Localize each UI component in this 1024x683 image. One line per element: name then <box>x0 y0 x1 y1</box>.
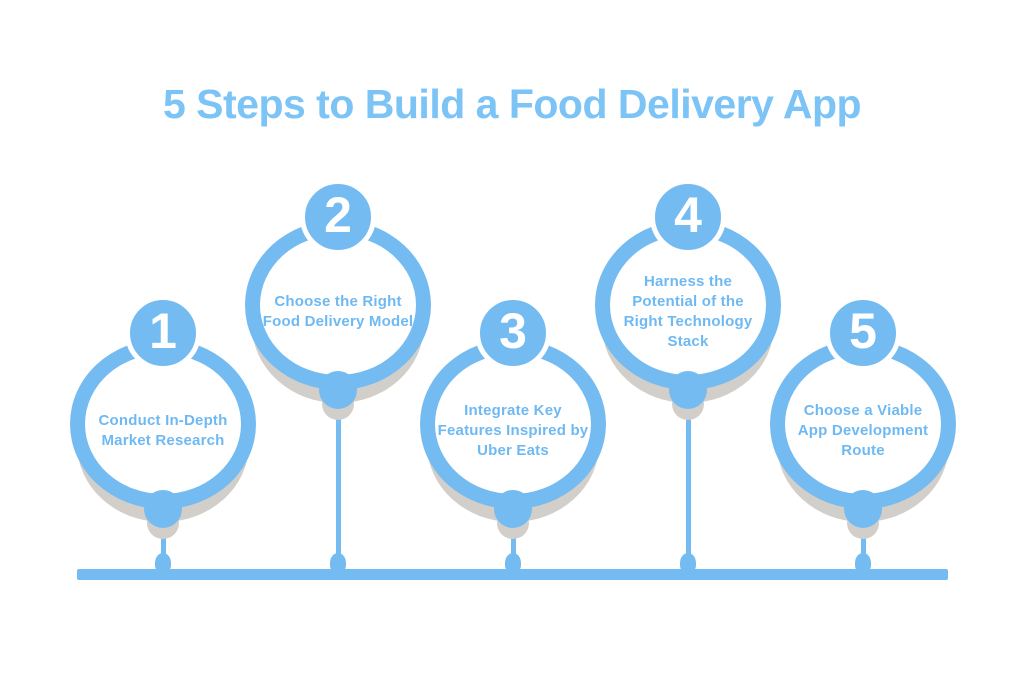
step-number: 3 <box>499 303 527 359</box>
connector-line <box>160 506 166 570</box>
step-number-badge: 2 <box>300 179 376 255</box>
connector-line <box>860 506 866 570</box>
step-number: 1 <box>149 303 177 359</box>
connector-dot <box>144 490 182 528</box>
connector-dot <box>319 371 357 409</box>
step-number: 2 <box>324 187 352 243</box>
connector-dot <box>844 490 882 528</box>
timeline-node <box>855 553 871 573</box>
step-label: Choose the Right Food Delivery Model <box>262 293 414 330</box>
step-number-badge: 4 <box>650 179 726 255</box>
timeline-node <box>330 553 346 573</box>
page-title: 5 Steps to Build a Food Delivery App <box>162 81 862 127</box>
connector-line <box>510 506 516 570</box>
timeline-node <box>505 553 521 573</box>
timeline-node <box>680 553 696 573</box>
step-5: Choose a Viable App Development Route 5 <box>768 0 958 683</box>
step-number: 5 <box>849 303 877 359</box>
step-label: Harness the Potential of the Right Techn… <box>623 273 753 350</box>
connector-dot <box>669 371 707 409</box>
connector-line <box>685 389 691 570</box>
connector-dot <box>494 490 532 528</box>
step-4: Harness the Potential of the Right Techn… <box>593 0 783 683</box>
step-number-badge: 1 <box>125 295 201 371</box>
step-number-badge: 5 <box>825 295 901 371</box>
timeline-bar <box>77 569 948 580</box>
step-label: Integrate Key Features Inspired by Uber … <box>437 402 589 459</box>
step-1: Conduct In-Depth Market Research 1 <box>68 0 258 683</box>
step-label: Conduct In-Depth Market Research <box>98 412 228 449</box>
step-label: Choose a Viable App Development Route <box>797 402 929 459</box>
timeline-node <box>155 553 171 573</box>
step-number-badge: 3 <box>475 295 551 371</box>
step-3: Integrate Key Features Inspired by Uber … <box>418 0 608 683</box>
step-number: 4 <box>674 187 702 243</box>
connector-line <box>335 389 341 570</box>
step-2: Choose the Right Food Delivery Model 2 <box>243 0 433 683</box>
